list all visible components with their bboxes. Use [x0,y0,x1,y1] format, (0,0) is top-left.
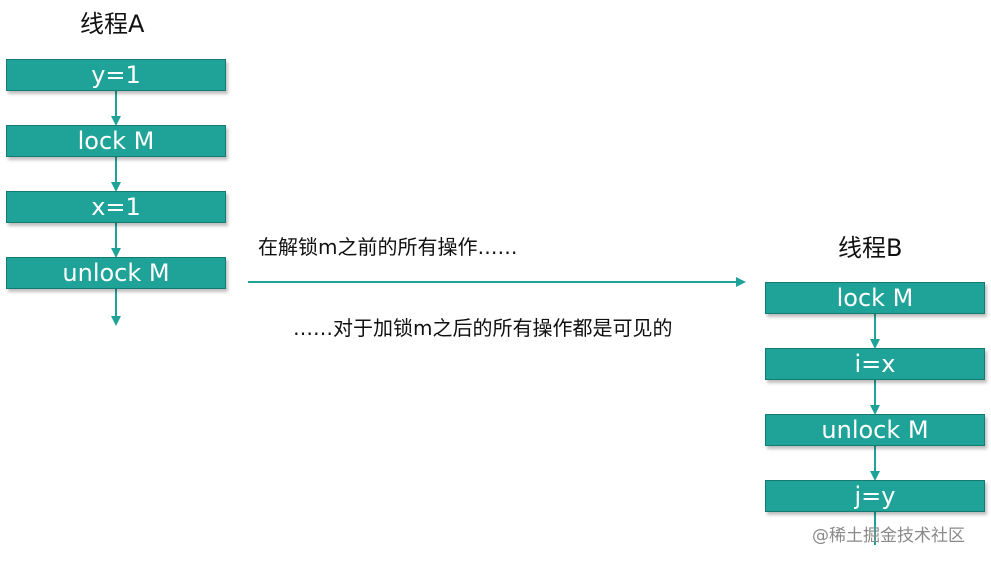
thread-b-step-2: i=x [765,348,985,380]
thread-a-step-2: lock M [6,125,226,157]
thread-b-step-4: j=y [765,480,985,512]
caption-after-lock: ……对于加锁m之后的所有操作都是可见的 [293,316,673,340]
thread-a-step-1: y=1 [6,59,226,91]
thread-b-step-1: lock M [765,282,985,314]
thread-b-title: 线程B [838,234,903,262]
watermark: @稀土掘金技术社区 [812,526,965,546]
caption-before-unlock: 在解锁m之前的所有操作…… [258,235,518,259]
thread-b-step-3: unlock M [765,414,985,446]
thread-a-step-4: unlock M [6,257,226,289]
thread-a-title: 线程A [80,10,145,38]
thread-a-step-3: x=1 [6,191,226,223]
